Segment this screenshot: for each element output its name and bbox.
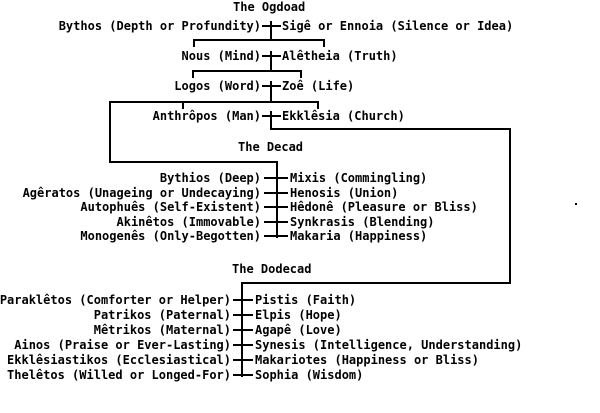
connector-decad-spine	[276, 161, 278, 238]
connector-pair-dash	[233, 314, 253, 316]
aeon-name-patrikos: Patrikos (Paternal)	[93, 308, 231, 322]
aeon-name-ekklesia: Ekklêsia (Church)	[282, 109, 405, 123]
connector-decad-feed-horizontal	[109, 161, 278, 163]
connector-right-branch-vertical	[509, 128, 511, 284]
aeon-name-henosis: Henosis (Union)	[290, 186, 399, 200]
aeon-name-akinetos: Akinêtos (Immovable)	[116, 215, 262, 229]
connector-bracket-tick	[193, 41, 195, 47]
stray-dot-artifact	[575, 203, 577, 205]
aeon-name-mixis: Mixis (Commingling)	[290, 171, 428, 185]
connector-bracket-tick	[317, 103, 319, 109]
aeon-name-hedone: Hêdonê (Pleasure or Bliss)	[290, 200, 478, 214]
aeon-name-nous: Nous (Mind)	[181, 49, 261, 63]
connector-right-branch-top-horizontal	[270, 128, 511, 130]
connector-left-branch-vertical	[109, 101, 111, 163]
aeon-name-autophues: Autophuês (Self-Existent)	[80, 200, 261, 214]
aeon-name-parakletos: Paraklêtos (Comforter or Helper)	[0, 293, 231, 307]
connector-bracket-tick	[182, 103, 184, 109]
connector-bracket-bar	[192, 70, 302, 72]
aeon-name-bythios: Bythios (Deep)	[159, 171, 261, 185]
connector-stem	[270, 111, 272, 130]
aeon-name-synesis: Synesis (Intelligence, Understanding)	[255, 338, 523, 352]
aeon-name-ainos: Ainos (Praise or Ever-Lasting)	[14, 338, 231, 352]
connector-bracket-tick	[323, 41, 325, 47]
connector-pair-dash	[233, 344, 253, 346]
connector-pair-dash	[264, 206, 288, 208]
aeon-name-agape: Agapê (Love)	[255, 323, 342, 337]
connector-stem	[270, 51, 272, 72]
section-title-decad: The Decad	[238, 140, 304, 154]
aeon-name-ageratos: Agêratos (Unageing or Undecaying)	[22, 186, 261, 200]
connector-bracket-tick	[192, 72, 194, 78]
connector-pair-dash	[264, 177, 288, 179]
connector-stem	[270, 81, 272, 103]
connector-bracket-bar	[109, 101, 319, 103]
connector-pair-dash	[264, 235, 288, 237]
aeon-name-ekklesiastikos: Ekklêsiastikos (Ecclesiastical)	[7, 353, 231, 367]
connector-stem	[270, 21, 272, 41]
aeon-name-zoe: Zoê (Life)	[282, 79, 355, 93]
aeon-name-logos: Logos (Word)	[174, 79, 261, 93]
aeon-name-synkrasis: Synkrasis (Blending)	[290, 215, 435, 229]
connector-pair-dash	[233, 299, 253, 301]
aeon-name-bythos: Bythos (Depth or Profundity)	[58, 19, 261, 33]
connector-pair-dash	[264, 192, 288, 194]
aeon-name-makaria: Makaria (Happiness)	[290, 229, 428, 243]
section-title-dodecad: The Dodecad	[232, 262, 312, 276]
section-title-ogdoad: The Ogdoad	[233, 0, 306, 14]
connector-pair-dash	[233, 359, 253, 361]
aeon-name-monogenes: Monogenês (Only-Begotten)	[80, 229, 261, 243]
connector-dodecad-feed-horizontal	[241, 282, 511, 284]
aeon-name-aletheia: Alêtheia (Truth)	[282, 49, 398, 63]
aeon-name-pistis: Pistis (Faith)	[255, 293, 357, 307]
connector-bracket-bar	[193, 39, 325, 41]
aeon-name-theletos: Thelêtos (Willed or Longed-For)	[7, 368, 231, 382]
connector-pair-dash	[233, 374, 253, 376]
connector-pair-dash	[233, 329, 253, 331]
aeon-name-anthropos: Anthrôpos (Man)	[152, 109, 261, 123]
aeon-name-sige: Sigê or Ennoia (Silence or Idea)	[282, 19, 514, 33]
connector-bracket-tick	[300, 72, 302, 78]
connector-pair-dash	[264, 221, 288, 223]
aeon-name-makariotes: Makariotes (Happiness or Bliss)	[255, 353, 479, 367]
aeon-name-elpis: Elpis (Hope)	[255, 308, 342, 322]
aeon-name-sophia: Sophia (Wisdom)	[255, 368, 364, 382]
aeon-name-metrikos: Mêtrikos (Maternal)	[93, 323, 231, 337]
